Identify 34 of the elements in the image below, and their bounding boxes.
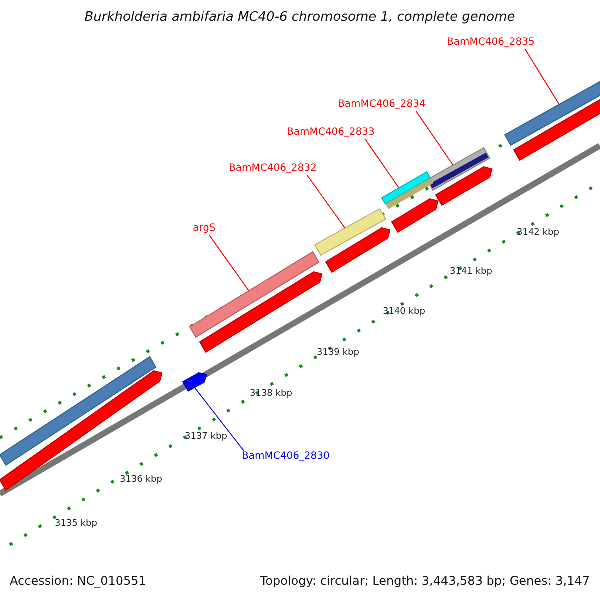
scale-label: 3135 kbp	[55, 520, 98, 529]
gene-glyph	[182, 372, 208, 392]
leader-line	[416, 110, 454, 166]
accession-text: Accession: NC_010551	[10, 575, 146, 587]
gene-bar	[189, 251, 320, 338]
scale-label: 3139 kbp	[317, 349, 360, 358]
gene-bar	[0, 356, 157, 466]
gene-label: argS	[193, 224, 216, 234]
gene-bar	[381, 171, 434, 210]
gene-bar	[314, 208, 387, 256]
scale-label: 3141 kbp	[450, 268, 492, 277]
leader-line	[194, 388, 244, 452]
scale-label: 3136 kbp	[120, 476, 162, 485]
genome-info-text: Topology: circular; Length: 3,443,583 bp; Genes: 3,147	[260, 575, 590, 587]
scale-label: 3138 kbp	[250, 390, 292, 399]
gene-label: BamMC406_2834	[338, 100, 426, 110]
leader-line	[208, 234, 250, 292]
leader-line	[524, 48, 560, 104]
gene-glyph	[435, 166, 493, 206]
gene-glyph	[391, 198, 439, 234]
gene-bar	[504, 81, 600, 146]
gene-bar	[513, 99, 600, 162]
diagram-title: Burkholderia ambifaria MC40-6 chromosome 1, complete genome	[84, 11, 516, 24]
gene-label: BamMC406_2830	[242, 452, 330, 462]
scale-label: 3142 kbp	[517, 229, 560, 238]
scale-label: 3140 kbp	[383, 308, 426, 317]
scale-label: 3137 kbp	[185, 433, 228, 442]
gene-label: BamMC406_2833	[287, 128, 375, 138]
leader-line	[364, 138, 400, 188]
gene-label: BamMC406_2832	[229, 164, 317, 174]
gene-glyph	[325, 227, 391, 274]
gene-label: BamMC406_2835	[447, 38, 535, 48]
leader-line	[306, 174, 346, 228]
gene-glyph	[0, 370, 163, 492]
